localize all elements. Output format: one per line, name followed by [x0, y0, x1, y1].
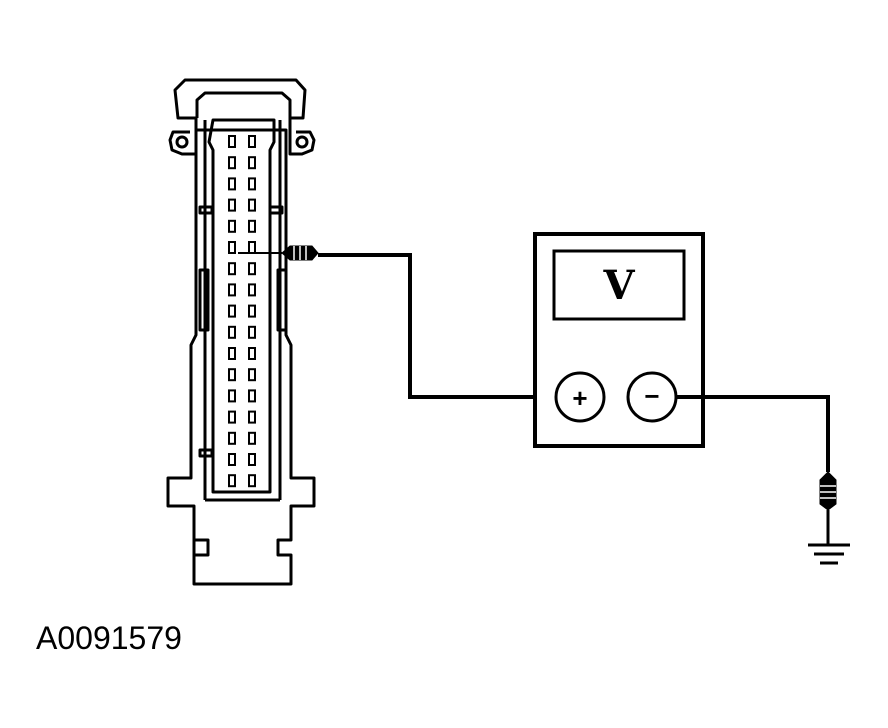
connector-pin [228, 410, 236, 424]
connector-pin [248, 474, 256, 488]
connector-pin [248, 389, 256, 403]
connector-pin [228, 431, 236, 445]
figure-id: A0091579 [36, 620, 182, 656]
connector-pin [228, 389, 236, 403]
connector-pin [248, 453, 256, 466]
connector-pin [228, 198, 236, 212]
connector-pin [228, 325, 236, 339]
ground-probe-body [819, 471, 837, 511]
connector-pin [248, 241, 256, 254]
connector-pin [248, 410, 256, 424]
connector-pin [248, 135, 256, 148]
ground-probe [819, 471, 837, 545]
connector-pin [228, 283, 236, 297]
connector-pin [248, 156, 256, 170]
connector-ear-right [295, 135, 309, 149]
connector-pin [248, 198, 256, 212]
connector-pin [248, 304, 256, 318]
pin-grid [228, 135, 256, 488]
connector-pin [248, 431, 256, 445]
meter-display-symbol: V [602, 262, 635, 309]
connector-pin [248, 325, 256, 339]
connector-pin [228, 474, 236, 488]
connector-pin [248, 219, 256, 233]
connector-pin [248, 347, 256, 360]
connector-pin [228, 241, 236, 254]
connector [166, 78, 316, 586]
connector-side-key [198, 268, 210, 332]
ground-symbol [808, 543, 850, 565]
connector-pin [228, 156, 236, 170]
connector-pin [228, 135, 236, 148]
connector-latch [168, 78, 316, 156]
connector-pin [228, 453, 236, 466]
connector-pin [228, 262, 236, 276]
positive-terminal[interactable] [554, 371, 606, 423]
connector-side-tab [198, 205, 214, 215]
connector-pin [228, 347, 236, 360]
negative-lead-wire [676, 395, 830, 472]
positive-lead-wire [318, 253, 553, 399]
meter-display [552, 249, 686, 321]
connector-pin [228, 177, 236, 191]
connector-pin [248, 368, 256, 382]
connector-side-key [276, 268, 288, 332]
positive-terminal-label: + [572, 383, 587, 413]
connector-pin [228, 304, 236, 318]
connector-cavity [207, 118, 276, 494]
connector-pin [248, 262, 256, 276]
connector-pin [228, 368, 236, 382]
connector-latch-inner [195, 91, 292, 118]
negative-terminal-label: − [644, 381, 659, 411]
connector-body [166, 128, 316, 586]
connector-ear-left [175, 135, 189, 149]
connector-pin [248, 177, 256, 191]
connector-pin [228, 219, 236, 233]
connector-side-tab [198, 448, 214, 458]
connector-side-tab [268, 205, 284, 215]
connector-pin [248, 283, 256, 297]
multimeter: V + − [533, 232, 705, 448]
connector-notch-left [194, 538, 210, 557]
